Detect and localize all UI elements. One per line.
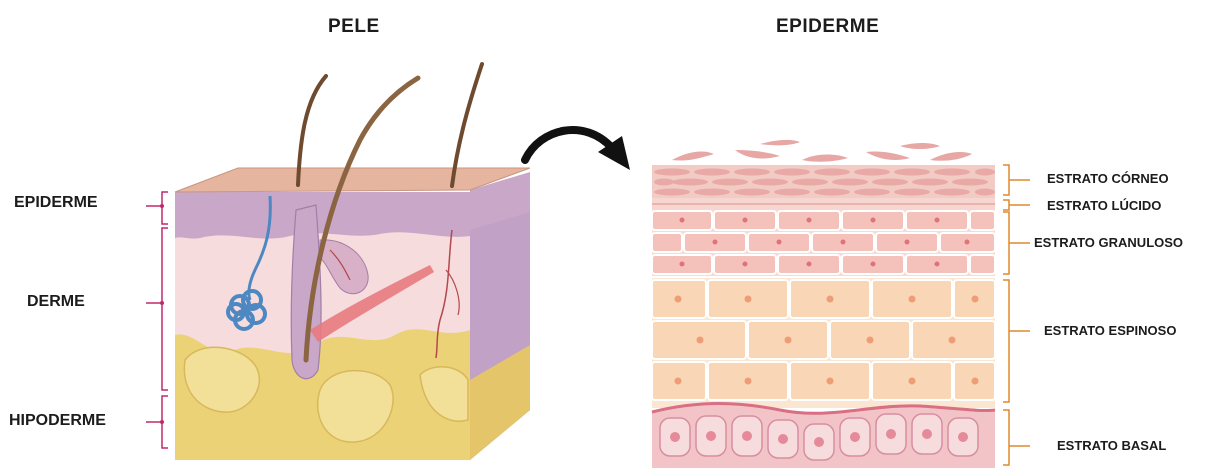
epidermis-closeup [652, 140, 995, 468]
label-estrato-basal: ESTRATO BASAL [1057, 438, 1166, 453]
right-brackets [1003, 165, 1030, 465]
left-brackets [146, 192, 168, 448]
skin-block [175, 64, 530, 460]
epidermis-title: EPIDERME [776, 16, 879, 38]
label-epiderme: EPIDERME [14, 194, 98, 212]
arrow [525, 130, 630, 170]
label-estrato-corneo: ESTRATO CÓRNEO [1047, 171, 1169, 186]
corneocyte-flakes [672, 140, 972, 162]
skin-title: PELE [328, 16, 380, 38]
label-hipoderme: HIPODERME [9, 412, 106, 430]
epidermis-layer [175, 192, 470, 239]
label-estrato-granuloso: ESTRATO GRANULOSO [1034, 235, 1183, 250]
label-estrato-lucido: ESTRATO LÚCIDO [1047, 198, 1161, 213]
label-estrato-espinoso: ESTRATO ESPINOSO [1044, 323, 1176, 338]
label-derme: DERME [27, 293, 85, 311]
